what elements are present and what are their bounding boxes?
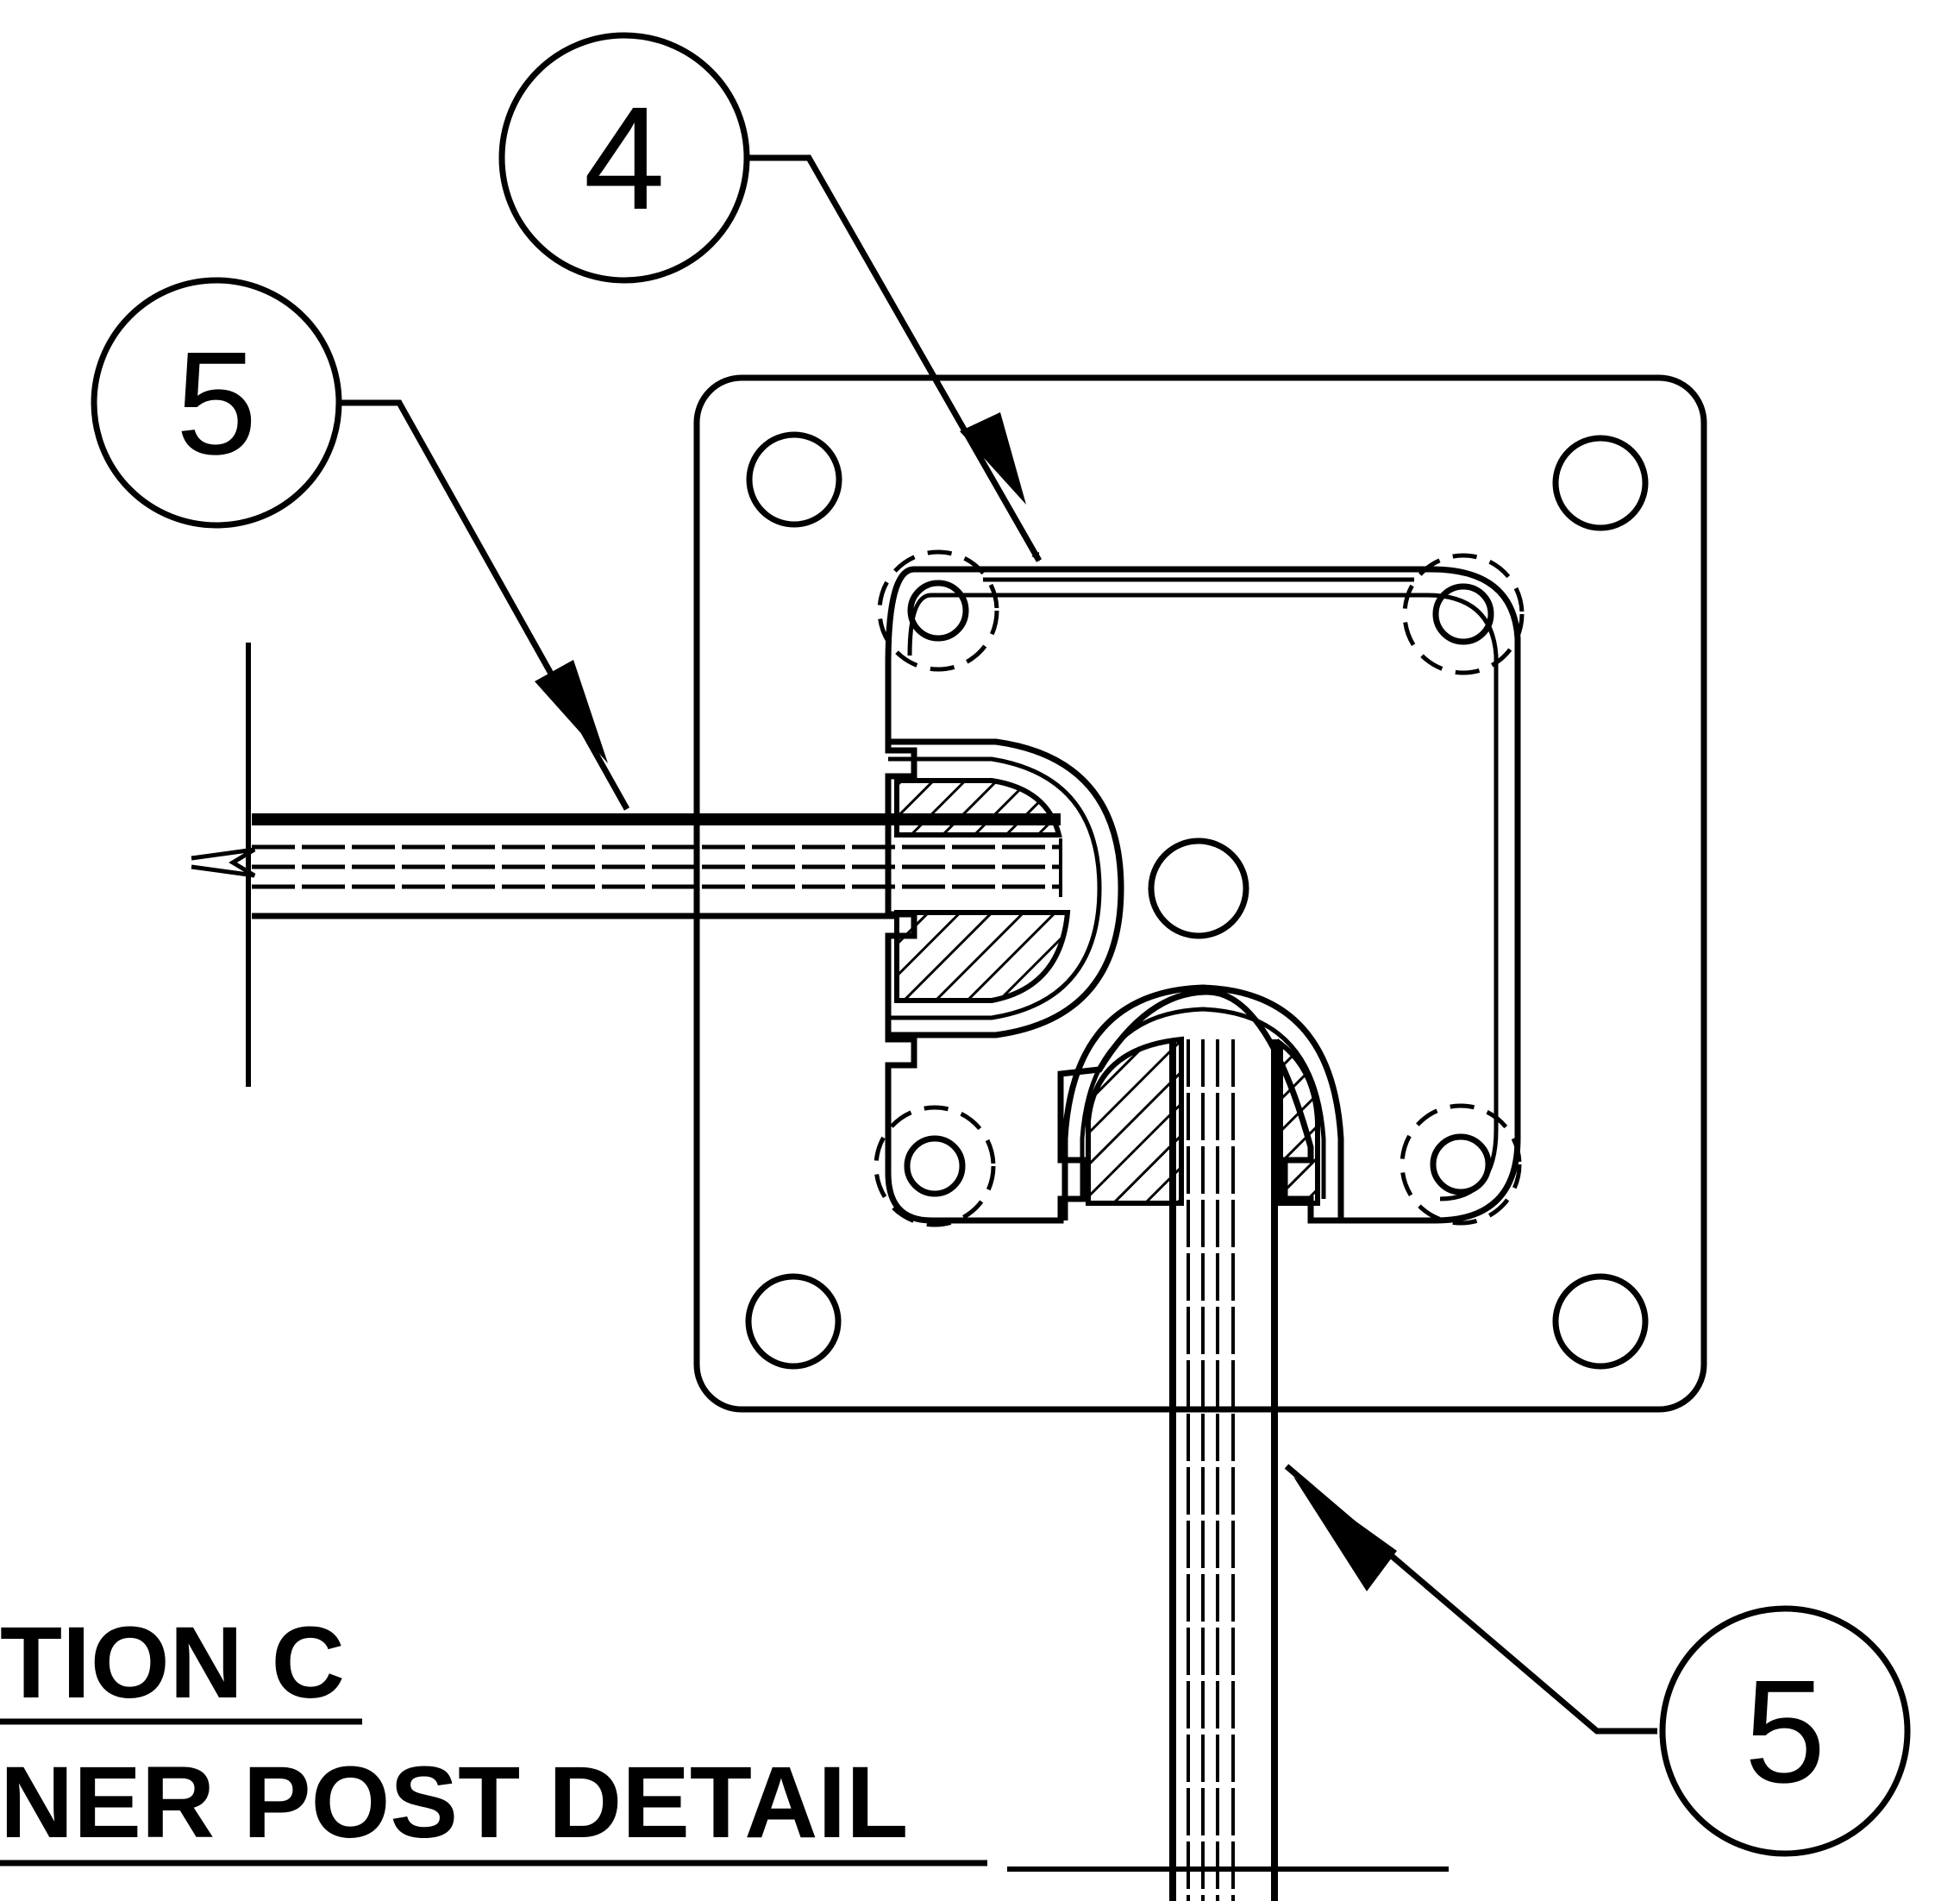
bottom-gasket-right xyxy=(1278,1038,1320,1206)
balloon-item-5-left: 5 xyxy=(91,277,342,529)
arrowhead-item-5-left xyxy=(535,660,608,763)
section-title: TION C NER POST DETAIL xyxy=(0,1606,987,1866)
balloon-item-4-label: 4 xyxy=(584,77,666,241)
leaders xyxy=(339,154,1657,1735)
plate-hole-top-right xyxy=(1552,435,1649,531)
center-boss xyxy=(1148,838,1249,939)
leader-item-4 xyxy=(748,154,1043,562)
bottom-channel xyxy=(1061,984,1344,1220)
balloon-item-4: 4 xyxy=(498,32,750,284)
bottom-gasket-left xyxy=(1086,1036,1184,1206)
arrowhead-item-4 xyxy=(960,412,1026,505)
boss-bottom-right xyxy=(1400,1103,1522,1226)
plate-hole-top-left xyxy=(746,431,842,528)
boss-top-right xyxy=(1402,553,1525,675)
plate-hole-bottom-right xyxy=(1552,1273,1649,1370)
leader-item-5-bottom xyxy=(1284,1464,1657,1735)
boss-bottom-left xyxy=(874,1105,996,1227)
left-gasket-top xyxy=(894,778,1062,838)
arrowhead-item-5-bottom xyxy=(1293,1477,1397,1591)
left-channel xyxy=(888,738,1124,1038)
left-panel xyxy=(191,643,1062,1087)
base-plate xyxy=(693,374,1707,1413)
leader-item-5-left xyxy=(339,399,630,811)
plate-hole-bottom-left xyxy=(745,1273,842,1370)
corner-bosses xyxy=(874,549,1525,1227)
plate-holes xyxy=(745,431,1649,1370)
balloon-item-5-bottom: 5 xyxy=(1659,1605,1911,1857)
section-title-line1: TION C xyxy=(0,1606,345,1720)
balloon-item-5-left-label: 5 xyxy=(176,322,258,486)
boss-top-left xyxy=(877,549,999,672)
balloon-item-5-bottom-label: 5 xyxy=(1744,1650,1826,1814)
left-gasket-bottom xyxy=(894,910,1071,1003)
section-title-line2: NER POST DETAIL xyxy=(0,1746,908,1860)
bottom-panel xyxy=(1007,1039,1449,1901)
